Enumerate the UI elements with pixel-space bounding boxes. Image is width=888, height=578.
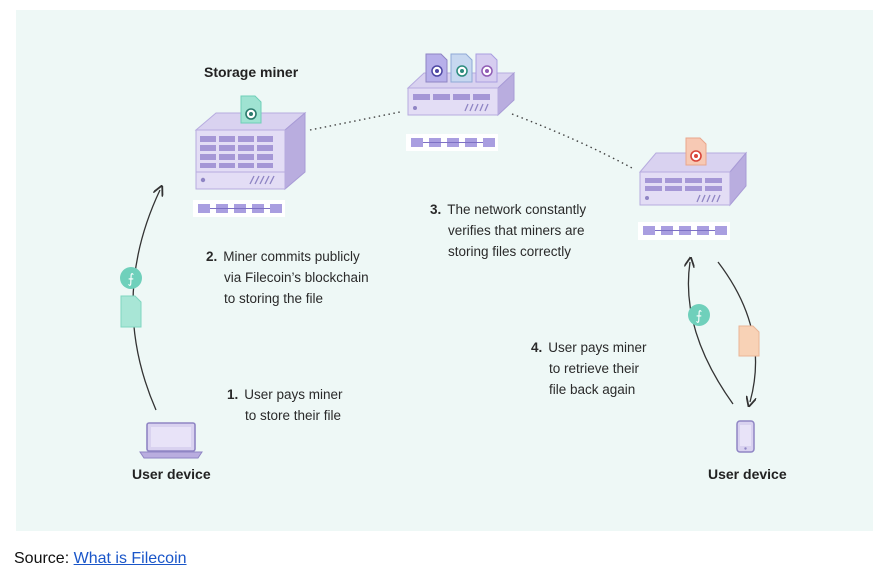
- filecoin-coin-icon: ⨍: [120, 267, 142, 289]
- source-link[interactable]: What is Filecoin: [73, 550, 187, 567]
- step-text: via Filecoin’s blockchain: [224, 270, 369, 285]
- step-text: Miner commits publicly: [223, 249, 360, 264]
- step-1-label: 1. User pays miner to store their file: [227, 384, 343, 426]
- payment-arrow: [688, 262, 734, 405]
- laptop-icon: [139, 422, 203, 459]
- step-text: to storing the file: [224, 291, 324, 306]
- step-2-label: 2. Miner commits publicly via Filecoin’s …: [206, 246, 369, 309]
- storage-miner-title: Storage miner: [204, 64, 299, 80]
- blockchain-icon: [406, 134, 498, 151]
- source-prefix: Source:: [14, 550, 74, 567]
- network-connection-line: [309, 111, 401, 131]
- file-icon: [240, 95, 262, 124]
- step-number: 3.: [430, 202, 442, 217]
- step-text: User pays miner: [244, 387, 343, 402]
- step-text: to store their file: [245, 408, 342, 423]
- retrieval-miner-server-icon: [638, 151, 748, 207]
- step-number: 1.: [227, 387, 239, 402]
- file-icon: [120, 295, 142, 328]
- coin-symbol: ⨍: [128, 272, 135, 287]
- step-number: 2.: [206, 249, 218, 264]
- step-4-label: 4. User pays miner to retrieve their file…: [531, 337, 647, 400]
- file-icon: [425, 53, 448, 83]
- storage-miner-server-icon: [194, 111, 307, 191]
- user-device-right-label: User device: [708, 466, 787, 482]
- blockchain-icon: [638, 222, 730, 240]
- user-device-left-label: User device: [132, 466, 211, 482]
- file-icon: [475, 53, 498, 83]
- step-text: The network constantly: [447, 202, 587, 217]
- phone-icon: [736, 420, 755, 453]
- step-text: file back again: [549, 382, 636, 397]
- network-connection-line: [511, 113, 633, 169]
- step-3-label: 3. The network constantly verifies that m…: [430, 199, 586, 262]
- filecoin-coin-icon: ⨍: [688, 304, 710, 326]
- step-text: to retrieve their: [549, 361, 640, 376]
- file-icon: [450, 53, 473, 83]
- file-icon: [685, 137, 707, 166]
- coin-symbol: ⨍: [696, 309, 703, 324]
- step-text: User pays miner: [548, 340, 647, 355]
- step-number: 4.: [531, 340, 543, 355]
- step-text: verifies that miners are: [448, 223, 585, 238]
- file-icon: [738, 325, 760, 357]
- step-text: storing files correctly: [448, 244, 572, 259]
- blockchain-icon: [193, 200, 285, 217]
- source-caption: Source: What is Filecoin: [14, 550, 187, 568]
